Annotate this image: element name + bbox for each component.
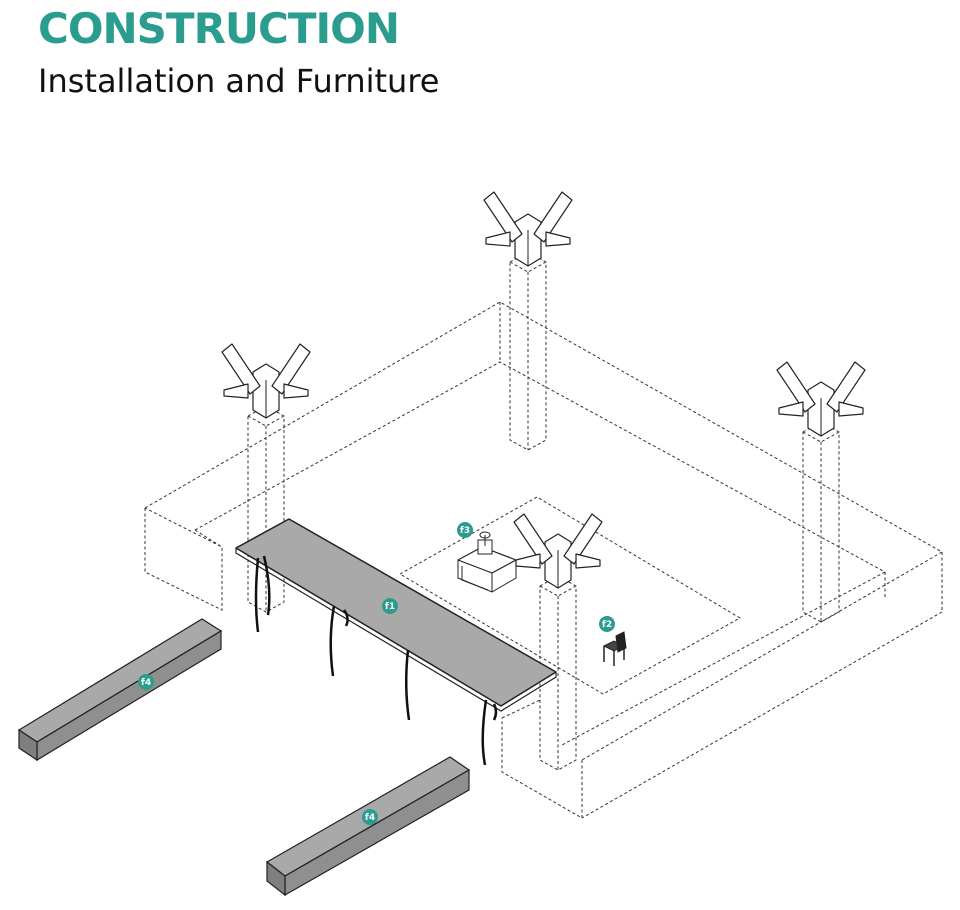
column-right [776,361,866,623]
label-f1-text: f1 [385,602,395,612]
column-front-capital [513,513,603,589]
label-f2-text: f2 [602,620,612,630]
label-f4-right-text: f4 [365,813,375,823]
furniture-f4-bench-right [265,756,471,897]
column-back [483,191,573,451]
column-front [513,513,603,771]
furniture-f3-table [457,531,517,593]
furniture-f2-chair [602,631,627,666]
label-f3: f3 [457,522,473,538]
label-f4-left: f4 [138,674,154,690]
label-f3-text: f3 [460,526,470,536]
label-f1: f1 [382,598,398,614]
column-left [221,343,311,613]
column-left-capital [221,343,311,419]
label-f4-right: f4 [362,809,378,825]
furniture-f1-long-table [235,518,557,766]
label-f4-left-text: f4 [141,678,151,688]
label-f2: f2 [599,616,615,632]
column-right-capital [776,361,866,437]
enclosure-walls [144,301,943,819]
column-back-capital [483,191,573,267]
page-subtitle: Installation and Furniture [38,62,440,100]
furniture-f4-bench-left [17,618,223,762]
floor-rug-outline [398,496,742,695]
page-title: CONSTRUCTION [38,4,400,53]
